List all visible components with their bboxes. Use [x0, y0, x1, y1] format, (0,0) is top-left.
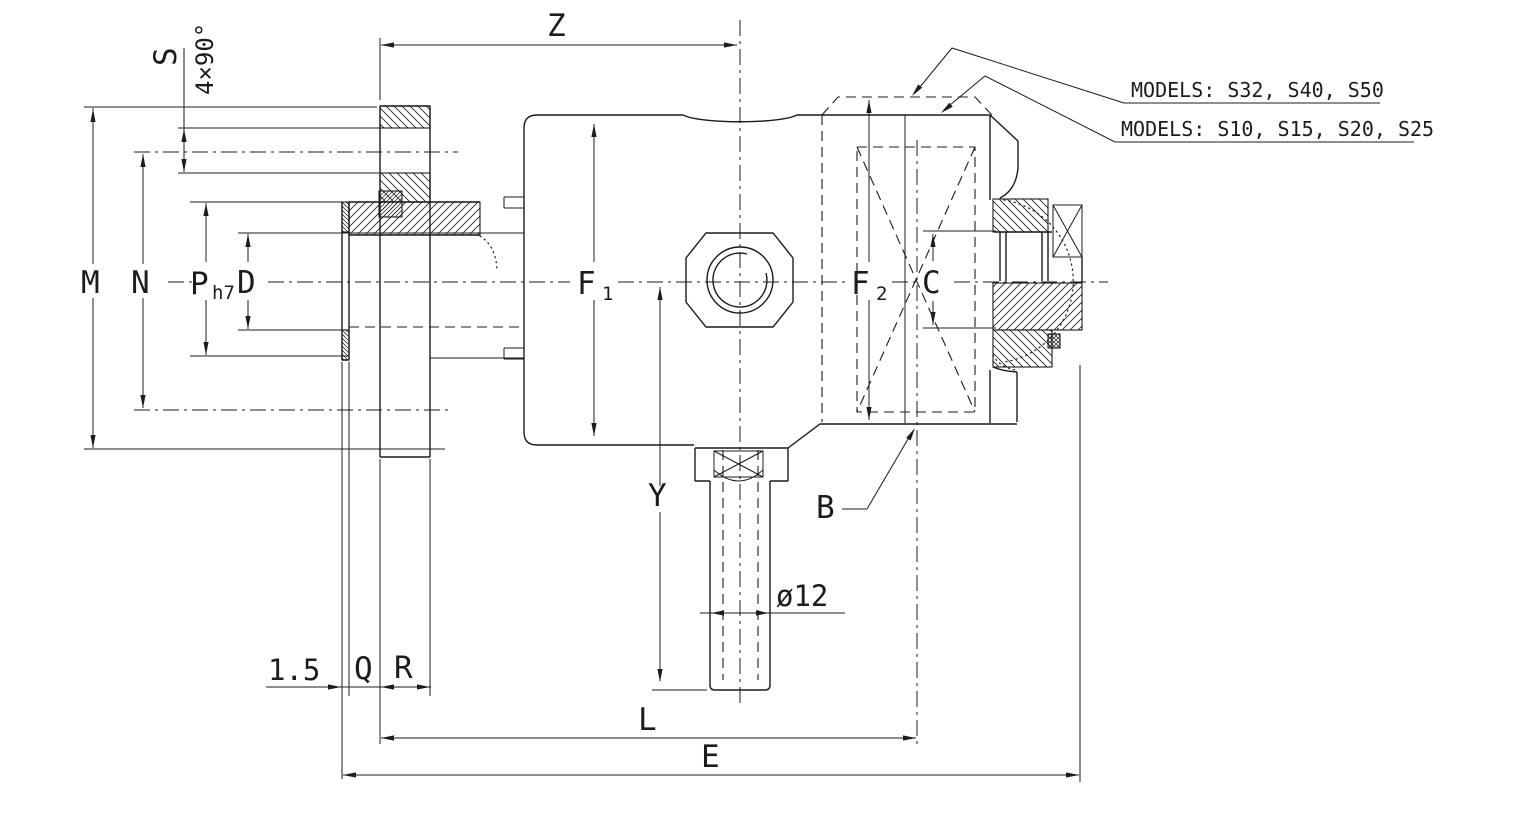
- dim-label-q: Q: [354, 651, 373, 687]
- flange-ear-top-section: [379, 105, 431, 129]
- dim-label-e: E: [701, 739, 720, 775]
- output-shaft: [694, 447, 789, 691]
- port-boss: [685, 232, 794, 328]
- hidden-bevel-gear-box: [856, 146, 976, 413]
- labels: S 4×90° Z M N P h7 D F 1 F 2 C Y B ø12 1…: [81, 8, 1434, 775]
- dim-label-plate-thickness: 1.5: [268, 653, 320, 687]
- dim-label-r: R: [394, 650, 413, 686]
- cap-lower-section: [992, 282, 1083, 331]
- left-flange: [84, 105, 524, 458]
- plate-section-top: [341, 201, 350, 233]
- dim-label-f2-sub: 2: [876, 283, 887, 305]
- dim-label-p-tolerance: h7: [212, 282, 235, 304]
- dim-label-b: B: [816, 490, 835, 526]
- dim-label-f1: F: [577, 266, 596, 302]
- dimension-lines: [90, 38, 1414, 782]
- hidden-outline-large-models: [821, 96, 993, 422]
- hub-sleeve-section: [348, 201, 481, 236]
- shaft-bearing: [713, 450, 764, 482]
- cap-bearing: [1052, 204, 1083, 258]
- dim-label-m: M: [81, 265, 100, 301]
- dim-label-z: Z: [547, 8, 566, 44]
- dim-label-n: N: [131, 265, 150, 301]
- port-circle: [706, 246, 774, 314]
- cap-step-section: [992, 329, 1053, 368]
- note-models-small: MODELS: S10, S15, S20, S25: [1121, 117, 1434, 141]
- seal-section: [1047, 333, 1061, 349]
- dim-label-shaft-dia: ø12: [776, 579, 828, 613]
- dim-label-s: S: [148, 47, 184, 66]
- main-housing: [503, 114, 1019, 449]
- centerlines: [134, 20, 1108, 744]
- dim-label-d: D: [237, 265, 256, 301]
- dim-label-c: C: [922, 265, 941, 301]
- note-models-large: MODELS: S32, S40, S50: [1131, 78, 1384, 102]
- dim-label-s-pattern: 4×90°: [191, 23, 219, 95]
- dim-label-f1-sub: 1: [602, 283, 613, 305]
- cap-top-section: [992, 198, 1049, 233]
- hidden-shaft-thread-lines: [722, 450, 759, 680]
- dim-label-y: Y: [648, 478, 667, 514]
- ghost-fillet-curves: [479, 199, 1074, 371]
- dim-label-l: L: [638, 702, 657, 738]
- dim-label-p: P: [190, 266, 209, 302]
- dim-label-f2: F: [851, 266, 870, 302]
- end-cap: [992, 198, 1083, 422]
- port-thread-arc: [712, 252, 768, 308]
